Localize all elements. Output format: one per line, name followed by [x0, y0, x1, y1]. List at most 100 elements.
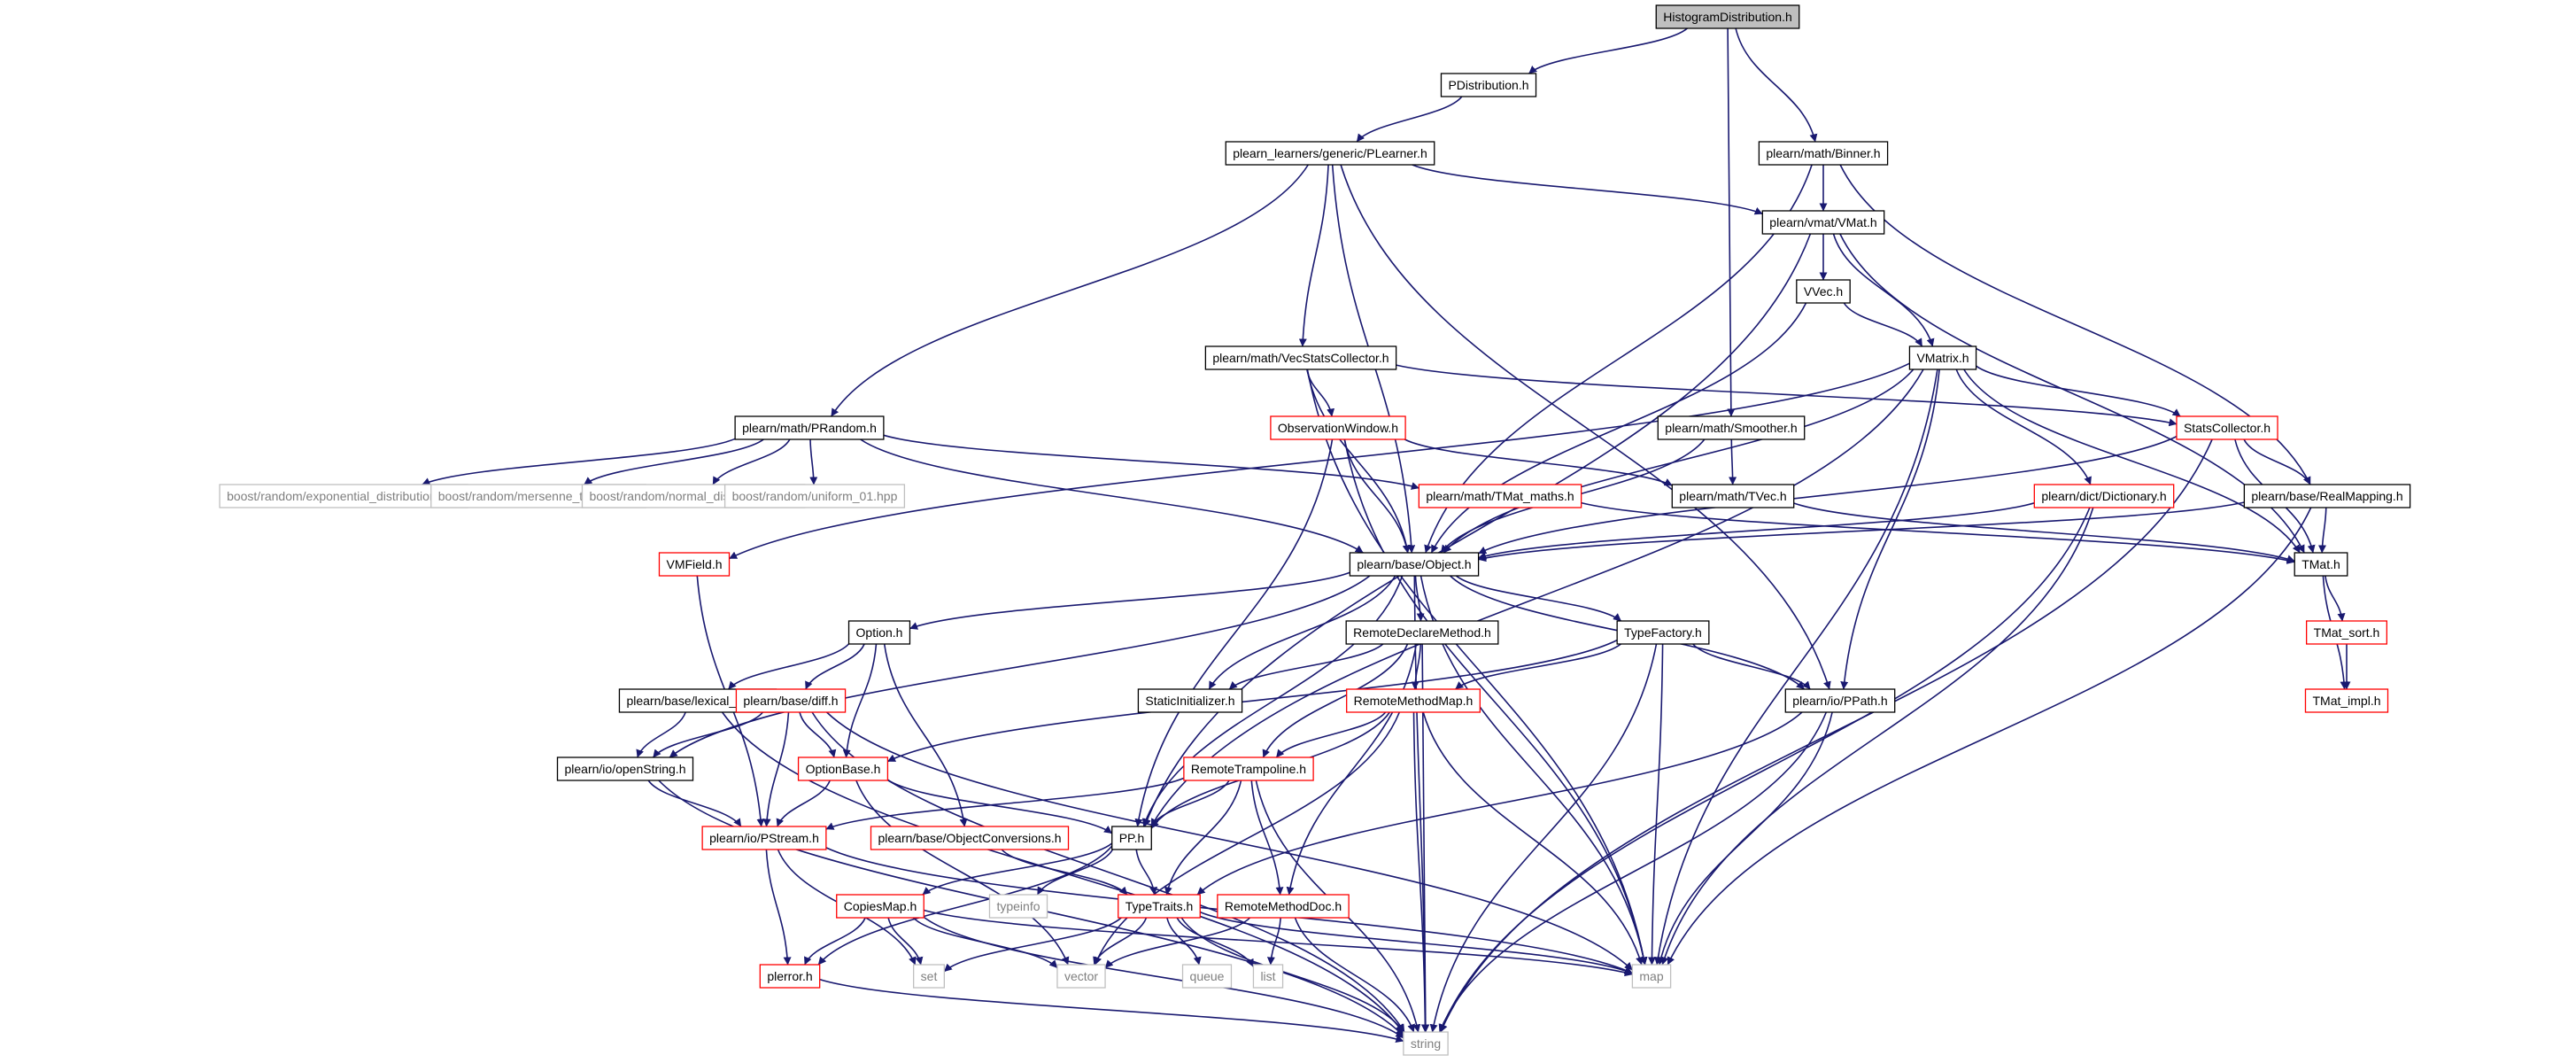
edge-optionbase-to-pstream	[776, 780, 831, 827]
node-smoother[interactable]: plearn/math/Smoother.h	[1657, 415, 1806, 440]
node-prandom[interactable]: plearn/math/PRandom.h	[734, 415, 885, 440]
node-optionbase[interactable]: OptionBase.h	[797, 757, 889, 781]
edge-object-to-typefactory	[1455, 575, 1622, 622]
edge-typetraits-to-set	[943, 917, 1122, 973]
node-vecstatscollector[interactable]: plearn/math/VecStatsCollector.h	[1204, 345, 1397, 370]
node-label: Option.h	[856, 625, 903, 640]
node-plearner[interactable]: plearn_learners/generic/PLearner.h	[1225, 141, 1435, 166]
edge-plearner-to-prandom	[831, 164, 1309, 417]
node-vmatrix[interactable]: VMatrix.h	[1908, 345, 1977, 370]
node-label: queue	[1190, 969, 1225, 983]
node-map[interactable]: map	[1631, 964, 1672, 989]
edge-tvec-to-tmat	[1793, 502, 2295, 563]
edge-plearner-to-ppath	[1340, 164, 1831, 690]
node-typeinfo[interactable]: typeinfo	[988, 894, 1048, 919]
edge-dictionary-to-map	[1660, 507, 2094, 966]
node-label: HistogramDistribution.h	[1663, 10, 1792, 24]
node-box	[1796, 279, 1851, 304]
edge-diff-to-map	[826, 711, 1633, 971]
node-statscollector[interactable]: StatsCollector.h	[2176, 415, 2278, 440]
node-tvec[interactable]: plearn/math/TVec.h	[1671, 484, 1795, 508]
edge-remotetrampoline-to-remotemethoddoc	[1250, 780, 1284, 896]
edge-vmatrix-to-tmat	[1963, 369, 2301, 554]
node-pstream[interactable]: plearn/io/PStream.h	[701, 826, 827, 850]
edge-remotemethodmap-to-vector	[1094, 711, 1401, 966]
node-diff[interactable]: plearn/base/diff.h	[735, 688, 847, 713]
node-option[interactable]: Option.h	[847, 620, 911, 645]
node-tmatimpl[interactable]: TMat_impl.h	[2304, 688, 2389, 713]
node-box	[556, 757, 694, 781]
node-label: StatsCollector.h	[2184, 421, 2270, 435]
node-box	[847, 620, 911, 645]
edge-realmapping-to-tmat	[2317, 507, 2327, 554]
node-dictionary[interactable]: plearn/dict/Dictionary.h	[2033, 484, 2175, 508]
node-pp[interactable]: PP.h	[1111, 826, 1152, 850]
node-vvec[interactable]: VVec.h	[1796, 279, 1851, 304]
node-observationwindow[interactable]: ObservationWindow.h	[1270, 415, 1406, 440]
edge-typefactory-to-optionbase	[886, 639, 1618, 763]
node-box	[1056, 964, 1106, 989]
node-perror[interactable]: plerror.h	[759, 964, 821, 989]
node-remotetrampoline[interactable]: RemoteTrampoline.h	[1183, 757, 1314, 781]
node-label: plearn/base/RealMapping.h	[2251, 489, 2402, 503]
node-box	[2176, 415, 2278, 440]
edge-copiesmap-to-perror	[804, 917, 866, 966]
node-label: RemoteTrampoline.h	[1191, 762, 1306, 776]
edge-plearner-to-vmat	[1412, 164, 1763, 215]
edge-vecstatscollector-to-map	[1306, 369, 1648, 966]
node-tmat[interactable]: TMat.h	[2294, 552, 2348, 577]
node-typefactory[interactable]: TypeFactory.h	[1616, 620, 1710, 645]
node-vector[interactable]: vector	[1056, 964, 1106, 989]
node-remotemethoddoc[interactable]: RemoteMethodDoc.h	[1217, 894, 1350, 919]
edge-optionbase-to-pp	[886, 779, 1113, 834]
node-vmat[interactable]: plearn/vmat/VMat.h	[1761, 210, 1885, 235]
node-realmapping[interactable]: plearn/base/RealMapping.h	[2243, 484, 2411, 508]
node-label: plearn/vmat/VMat.h	[1769, 215, 1876, 229]
node-set[interactable]: set	[913, 964, 945, 989]
node-label: plearn/io/PStream.h	[709, 831, 819, 845]
node-copiesmap[interactable]: CopiesMap.h	[836, 894, 924, 919]
edge-prandom-to-normal	[712, 438, 791, 485]
node-ppath[interactable]: plearn/io/PPath.h	[1784, 688, 1896, 713]
node-histogramdistribution[interactable]: HistogramDistribution.h	[1655, 4, 1800, 29]
node-uniform01[interactable]: boost/random/uniform_01.hpp	[723, 484, 906, 508]
node-pdistribution[interactable]: PDistribution.h	[1440, 73, 1537, 97]
node-label: plearn/base/ObjectConversions.h	[878, 831, 1061, 845]
edge-optionbase-to-vector	[855, 780, 1070, 966]
node-remotedeclaremethod[interactable]: RemoteDeclareMethod.h	[1345, 620, 1499, 645]
node-string[interactable]: string	[1403, 1031, 1449, 1056]
node-box	[1616, 620, 1710, 645]
node-queue[interactable]: queue	[1181, 964, 1233, 989]
node-box	[2294, 552, 2348, 577]
edge-remotedeclaremethod-to-remotetrampoline	[1262, 643, 1409, 758]
edge-statscollector-to-object	[1478, 435, 2178, 555]
edge-pp-to-copiesmap	[922, 842, 1113, 896]
node-typetraits[interactable]: TypeTraits.h	[1118, 894, 1201, 919]
node-tmatsort[interactable]: TMat_sort.h	[2305, 620, 2388, 645]
node-vmfield[interactable]: VMField.h	[658, 552, 731, 577]
edge-vvec-to-object	[1430, 302, 1807, 554]
node-list[interactable]: list	[1252, 964, 1284, 989]
edge-vmatrix-to-vmfield	[729, 362, 1910, 560]
node-label: plearn/base/diff.h	[743, 694, 838, 708]
node-openstring[interactable]: plearn/io/openString.h	[556, 757, 694, 781]
node-exponential[interactable]: boost/random/exponential_distribution.hp…	[219, 484, 468, 508]
edge-tmatmaths-to-tmat	[1581, 501, 2295, 564]
node-label: PP.h	[1119, 831, 1145, 845]
node-label: boost/random/uniform_01.hpp	[732, 489, 898, 503]
node-remotemethodmap[interactable]: RemoteMethodMap.h	[1346, 688, 1481, 713]
node-staticinitializer[interactable]: StaticInitializer.h	[1137, 688, 1243, 713]
node-object[interactable]: plearn/base/Object.h	[1349, 552, 1480, 577]
node-label: string	[1411, 1036, 1441, 1051]
node-tmatmaths[interactable]: plearn/math/TMat_maths.h	[1418, 484, 1582, 508]
edge-lexicalcast-to-string	[721, 711, 1404, 1034]
edge-copiesmap-to-string	[923, 916, 1404, 1039]
edge-vecstatscollector-to-observationwindow	[1306, 369, 1335, 417]
node-binner[interactable]: plearn/math/Binner.h	[1758, 141, 1889, 166]
edge-remotedeclaremethod-to-staticinitializer	[1228, 643, 1384, 690]
node-objectconversions[interactable]: plearn/base/ObjectConversions.h	[870, 826, 1070, 850]
node-box	[1761, 210, 1885, 235]
edge-prandom-to-tmatmaths	[883, 434, 1420, 490]
node-label: TypeTraits.h	[1126, 899, 1194, 913]
